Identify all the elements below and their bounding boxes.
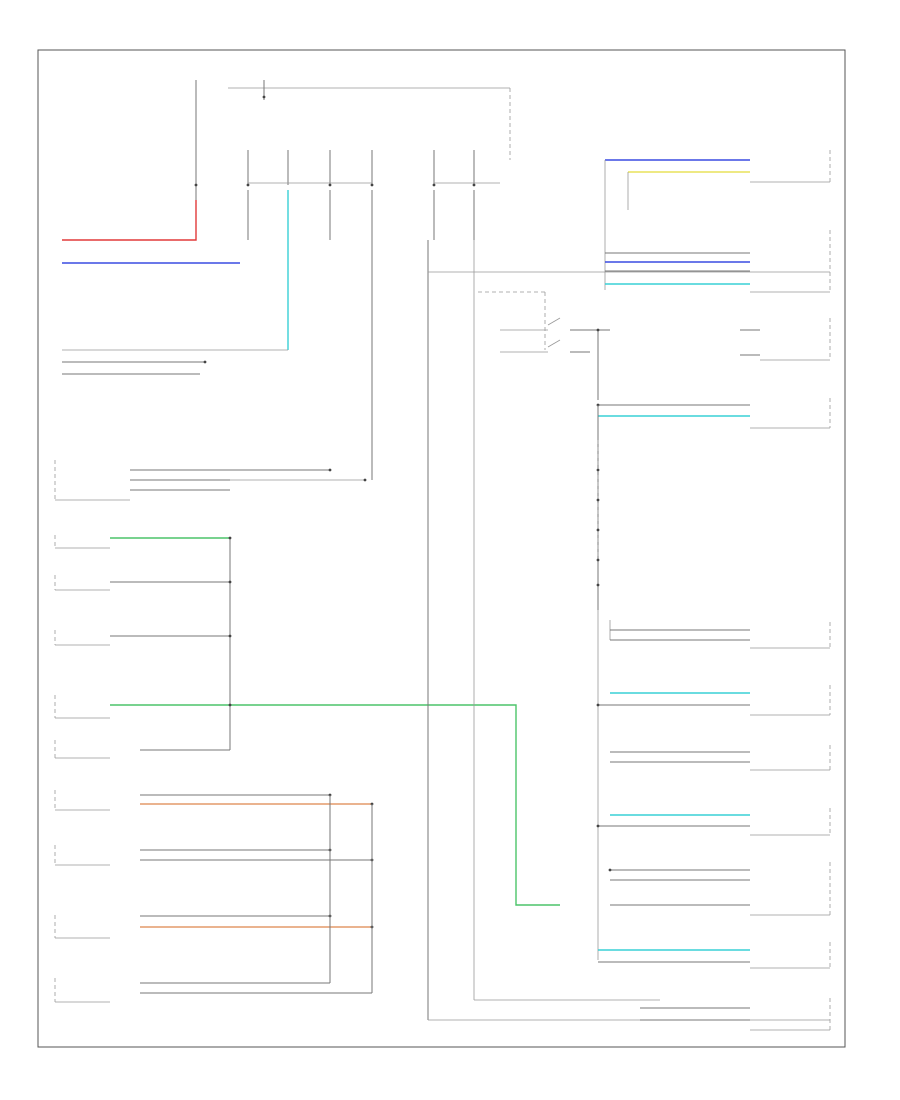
wire-segment (547, 317, 561, 326)
splice-junction (328, 183, 332, 187)
splice-junction (596, 468, 600, 472)
wire-segment (110, 704, 560, 906)
wire-segment (62, 200, 197, 241)
splice-junction (246, 183, 250, 187)
splice-junction (596, 528, 600, 532)
splice-junction (472, 183, 476, 187)
center-switch-area (478, 291, 610, 400)
splice-junction (363, 478, 367, 482)
central-bus (427, 240, 830, 1021)
splice-junction (228, 536, 232, 540)
splice-junction (596, 498, 600, 502)
splice-junction (370, 183, 374, 187)
bottom-left-modules (54, 790, 374, 1003)
splice-junction (596, 583, 600, 587)
splice-junction (328, 468, 332, 472)
splice-junction (194, 183, 198, 187)
right-middle-modules (596, 318, 831, 610)
wire-segment (547, 339, 561, 348)
splice-junction (596, 824, 600, 828)
splice-junction (432, 183, 436, 187)
splice-junction (596, 558, 600, 562)
top-power-section (194, 80, 511, 240)
diagram-frame (37, 49, 846, 1048)
splice-junction (203, 360, 207, 364)
splice-junction (262, 95, 266, 99)
right-top-modules (604, 150, 831, 293)
splice-junction (228, 634, 232, 638)
left-connector-section (62, 190, 289, 375)
right-lower-modules (596, 610, 831, 1031)
left-module-stack (54, 240, 560, 906)
splice-junction (596, 328, 600, 332)
splice-junction (228, 703, 232, 707)
splice-junction (228, 580, 232, 584)
splice-junction (596, 703, 600, 707)
splice-junction (608, 868, 612, 872)
